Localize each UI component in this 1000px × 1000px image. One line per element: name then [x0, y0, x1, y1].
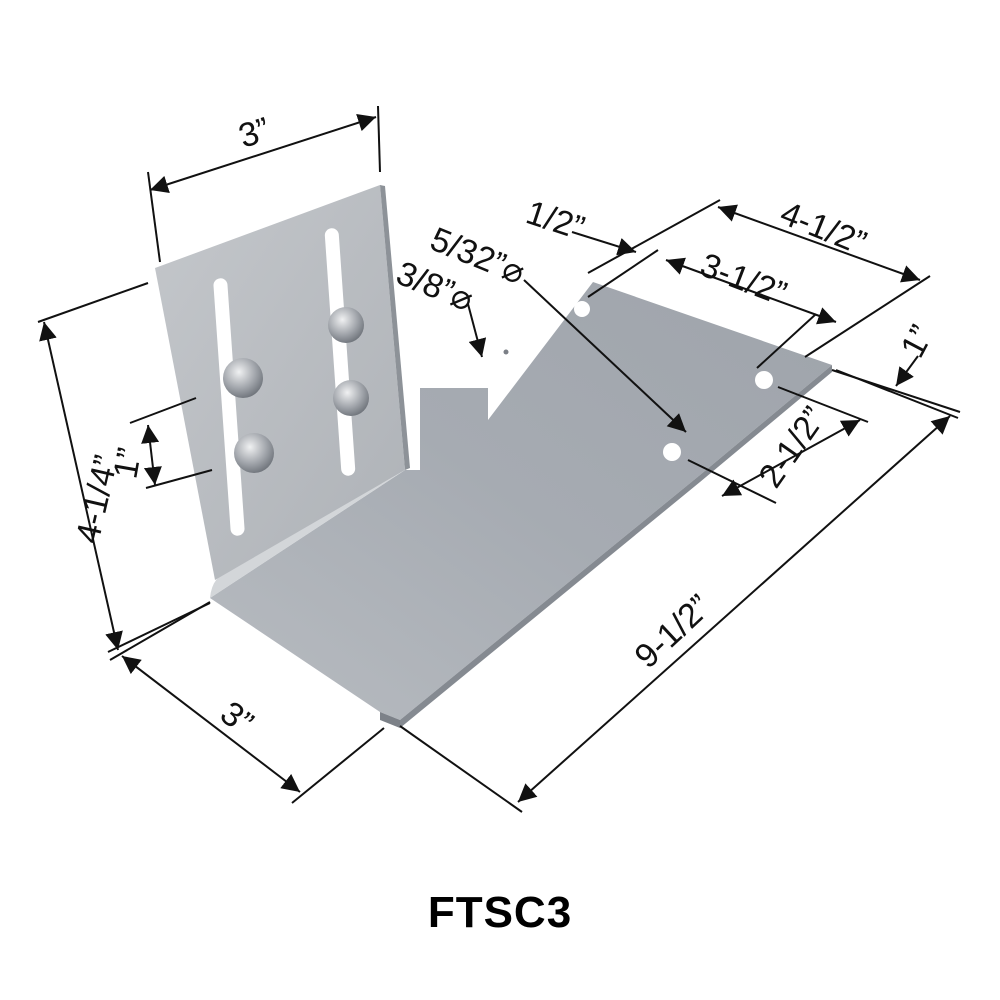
hole-icon [574, 301, 590, 317]
bolt-icon [328, 307, 364, 343]
svg-text:1”: 1” [106, 445, 149, 481]
bolt-icon [223, 358, 263, 398]
slot-icon [213, 278, 245, 536]
dim-edge-offset-one: 1” [831, 319, 961, 413]
bolt-icon [333, 380, 369, 416]
dim-slot-spacing: 1” [106, 397, 213, 489]
svg-text:1”: 1” [894, 319, 942, 364]
product-model-label: FTSC3 [427, 888, 573, 937]
pilot-hole-icon [503, 349, 509, 355]
svg-text:3”: 3” [213, 694, 260, 743]
hole-icon [476, 360, 492, 376]
hole-icon [755, 371, 773, 389]
hole-icon [663, 443, 681, 461]
dim-edge-offset-half: 1/2” [522, 193, 637, 256]
bend-fillet [210, 470, 405, 598]
svg-text:1/2”: 1/2” [522, 193, 589, 247]
bolt-icon [234, 433, 274, 473]
svg-text:3-1/2”: 3-1/2” [695, 246, 792, 313]
svg-text:4-1/2”: 4-1/2” [775, 194, 872, 263]
upright-plate [155, 185, 410, 580]
svg-text:3”: 3” [234, 110, 274, 155]
